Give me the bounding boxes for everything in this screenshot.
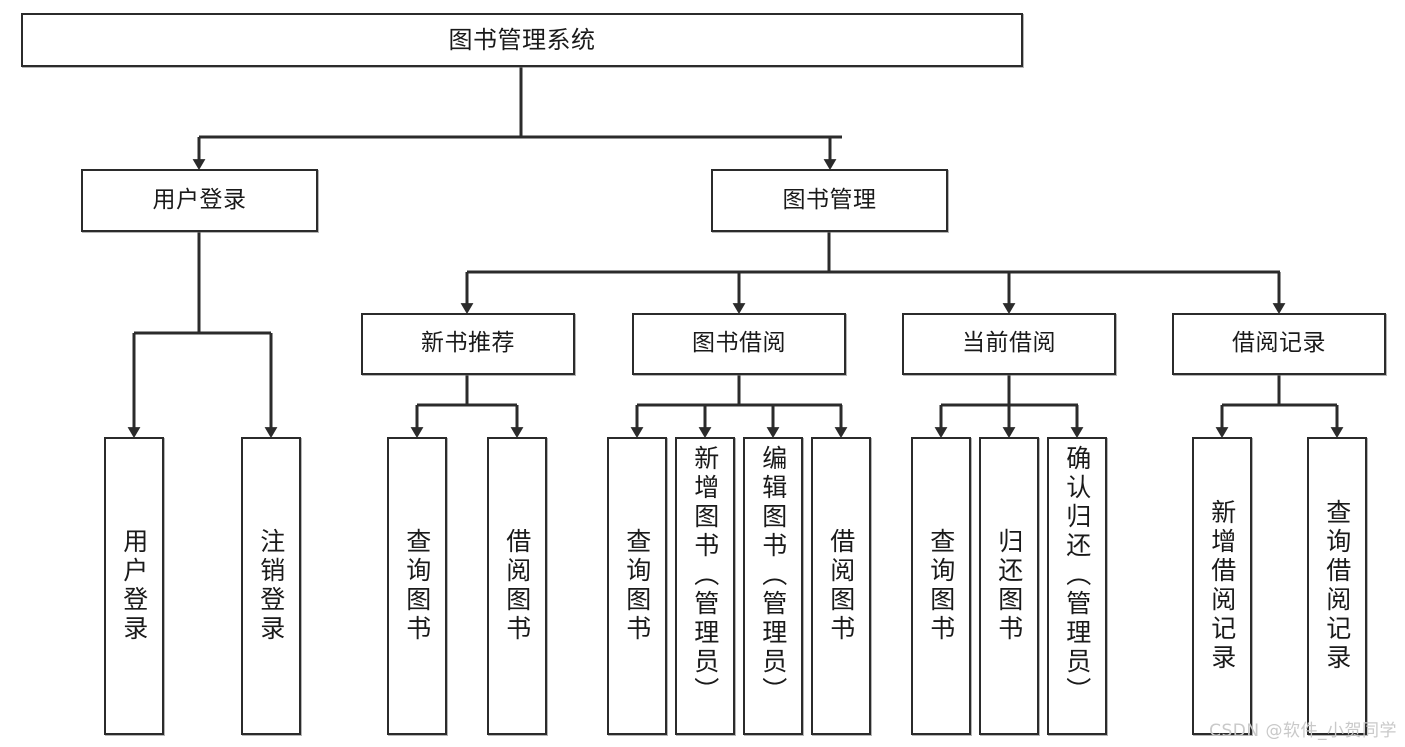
node-label: 借阅记录 <box>1232 330 1326 357</box>
node-label: 用户登录 <box>152 186 247 213</box>
node-label: 编辑图书（管理员） <box>758 445 788 706</box>
node-label: 新书推荐 <box>421 330 515 357</box>
node-label: 查询图书 <box>926 528 956 644</box>
node-book-borrow[interactable]: 图书借阅 <box>632 313 846 375</box>
node-label: 确认归还（管理员） <box>1062 445 1092 706</box>
leaf-user-login-logout[interactable]: 注销登录 <box>241 437 301 735</box>
node-label: 借阅图书 <box>826 528 856 644</box>
node-book-management[interactable]: 图书管理 <box>711 169 948 232</box>
node-label: 用户登录 <box>119 528 149 644</box>
leaf-current-borrow-confirm-return-admin[interactable]: 确认归还（管理员） <box>1047 437 1107 735</box>
node-label: 图书管理系统 <box>448 25 596 54</box>
node-new-book-recommend[interactable]: 新书推荐 <box>361 313 575 375</box>
leaf-new-book-borrow-book[interactable]: 借阅图书 <box>487 437 547 735</box>
leaf-current-borrow-query-book[interactable]: 查询图书 <box>911 437 971 735</box>
node-label: 图书管理 <box>782 186 877 213</box>
leaf-book-borrow-add-book-admin[interactable]: 新增图书（管理员） <box>675 437 735 735</box>
leaf-borrow-record-query-record[interactable]: 查询借阅记录 <box>1307 437 1367 735</box>
leaf-user-login-login[interactable]: 用户登录 <box>104 437 164 735</box>
node-label: 借阅图书 <box>502 528 532 644</box>
node-borrow-record[interactable]: 借阅记录 <box>1172 313 1386 375</box>
node-current-borrow[interactable]: 当前借阅 <box>902 313 1116 375</box>
leaf-book-borrow-edit-book-admin[interactable]: 编辑图书（管理员） <box>743 437 803 735</box>
leaf-current-borrow-return-book[interactable]: 归还图书 <box>979 437 1039 735</box>
leaf-new-book-query-book[interactable]: 查询图书 <box>387 437 447 735</box>
node-label: 新增借阅记录 <box>1207 499 1237 673</box>
node-label: 归还图书 <box>994 528 1024 644</box>
node-label: 注销登录 <box>256 528 286 644</box>
node-label: 新增图书（管理员） <box>690 445 720 706</box>
node-user-login[interactable]: 用户登录 <box>81 169 318 232</box>
node-label: 查询图书 <box>402 528 432 644</box>
node-root-book-management-system[interactable]: 图书管理系统 <box>21 13 1023 67</box>
csdn-watermark: CSDN @软件_小贺同学 <box>1209 721 1397 741</box>
leaf-borrow-record-add-record[interactable]: 新增借阅记录 <box>1192 437 1252 735</box>
node-label: 查询图书 <box>622 528 652 644</box>
node-label: 当前借阅 <box>962 330 1056 357</box>
leaf-book-borrow-query-book[interactable]: 查询图书 <box>607 437 667 735</box>
node-label: 查询借阅记录 <box>1322 499 1352 673</box>
node-label: 图书借阅 <box>692 330 786 357</box>
leaf-book-borrow-borrow-book[interactable]: 借阅图书 <box>811 437 871 735</box>
